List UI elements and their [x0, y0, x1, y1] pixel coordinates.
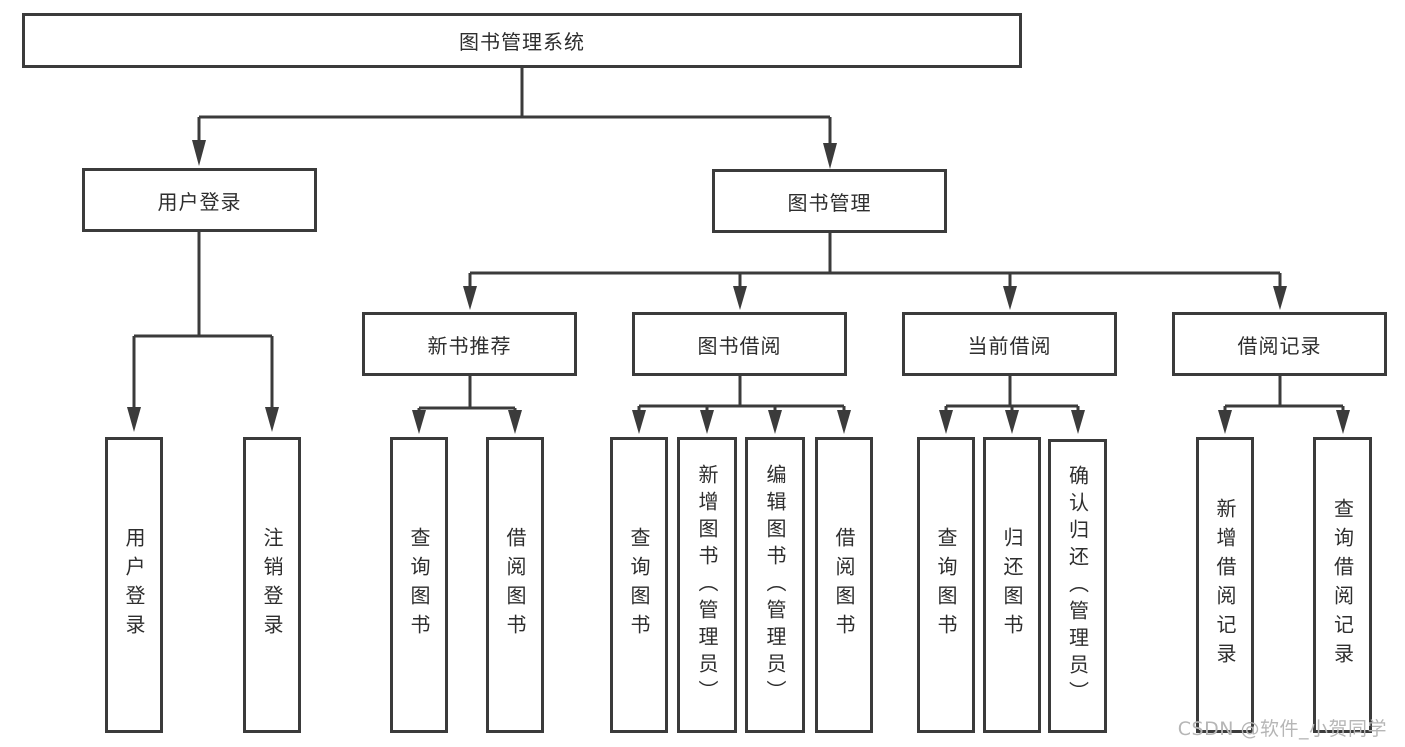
- connector-book-borrow-children: [632, 376, 851, 434]
- leaf-borrow-books-recommend: 借阅图书: [486, 437, 544, 733]
- connector-book-management-children: [463, 233, 1287, 310]
- node-new-book-recommend: 新书推荐: [362, 312, 577, 376]
- node-book-borrow: 图书借阅: [632, 312, 847, 376]
- leaf-logout: 注销登录: [243, 437, 301, 733]
- node-book-management: 图书管理: [712, 169, 947, 233]
- connector-current-borrow-children: [939, 376, 1085, 434]
- connector-new-book-children: [412, 376, 522, 434]
- leaf-query-books-current: 查询图书: [917, 437, 975, 733]
- node-borrow-record: 借阅记录: [1172, 312, 1387, 376]
- leaf-query-books-borrow: 查询图书: [610, 437, 668, 733]
- connector-borrow-record-children: [1218, 376, 1350, 434]
- connector-root-to-level2: [192, 68, 837, 169]
- node-root-system: 图书管理系统: [22, 13, 1022, 68]
- leaf-add-borrow-record: 新增借阅记录: [1196, 437, 1254, 733]
- leaf-query-borrow-record: 查询借阅记录: [1313, 437, 1372, 733]
- leaf-confirm-return-admin: 确认归还（管理员）: [1048, 439, 1107, 733]
- leaf-add-books-admin: 新增图书（管理员）: [677, 437, 737, 733]
- node-current-borrow: 当前借阅: [902, 312, 1117, 376]
- leaf-borrow-books: 借阅图书: [815, 437, 873, 733]
- csdn-watermark: CSDN @软件_小贺同学: [1177, 718, 1387, 740]
- leaf-query-books-recommend: 查询图书: [390, 437, 448, 733]
- leaf-edit-books-admin: 编辑图书（管理员）: [745, 437, 805, 733]
- leaf-user-login: 用户登录: [105, 437, 163, 733]
- node-user-login: 用户登录: [82, 168, 317, 232]
- connector-user-login-children: [127, 232, 279, 432]
- leaf-return-books: 归还图书: [983, 437, 1041, 733]
